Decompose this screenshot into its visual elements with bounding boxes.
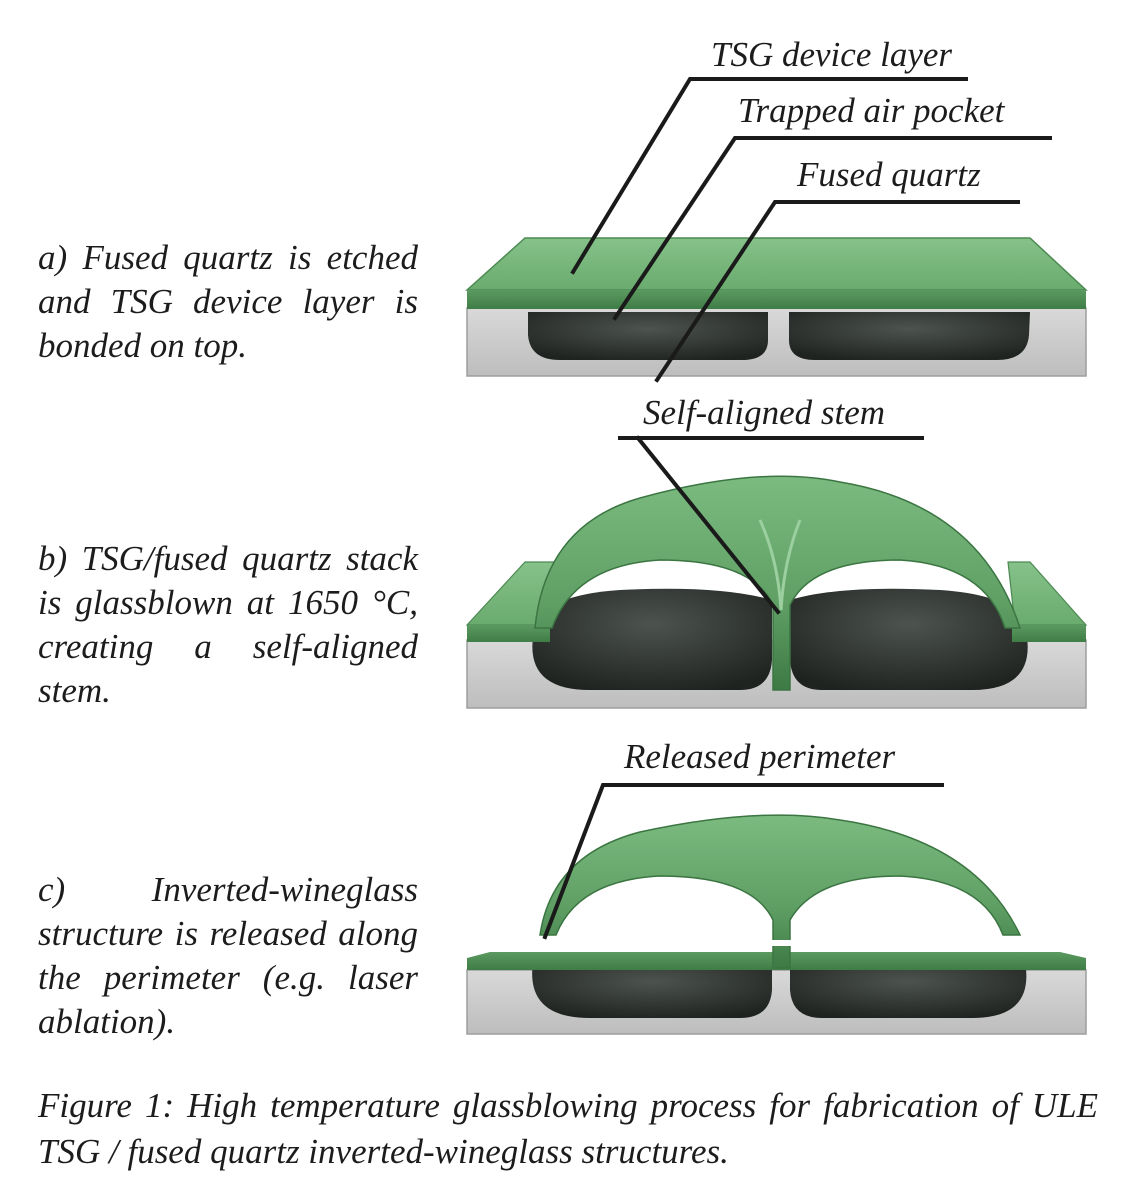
leader-air-pocket [612, 136, 1052, 321]
step-b-description: b) TSG/fused quartz stack is glassblown … [38, 539, 418, 710]
leader-stem [635, 435, 781, 615]
label-device-layer: TSG device layer [711, 35, 952, 74]
label-perimeter: Released perimeter [623, 737, 896, 776]
flange-right-b [1007, 561, 1088, 626]
label-air-pocket: Trapped air pocket [738, 91, 1006, 130]
step-a-structure [465, 237, 1088, 377]
figure-caption: Figure 1: High temperature glassblowing … [38, 1086, 1098, 1171]
step-c-description: c) Inverted-wineglass structure is relea… [38, 870, 418, 1041]
air-pocket-left-b [532, 588, 772, 690]
step-b-structure [465, 475, 1088, 709]
air-pocket-left [528, 312, 768, 360]
leader-device-layer [570, 77, 968, 275]
label-fused-quartz: Fused quartz [796, 155, 981, 194]
stem-highlight [758, 519, 802, 611]
leader-fused-quartz [654, 200, 1020, 383]
step-a-description: a) Fused quartz is etched and TSG device… [38, 238, 418, 365]
tsg-device-layer-edge [467, 290, 1086, 309]
air-pocket-right-b [790, 588, 1028, 690]
tsg-device-layer [465, 237, 1088, 291]
leader-perimeter [542, 783, 944, 940]
label-stem: Self-aligned stem [643, 393, 885, 432]
air-pocket-right [789, 312, 1030, 360]
released-dome-c [539, 814, 1022, 969]
air-pocket-right-c [790, 962, 1027, 1018]
air-pocket-left-c [532, 962, 772, 1018]
step-c-structure [466, 814, 1087, 1035]
